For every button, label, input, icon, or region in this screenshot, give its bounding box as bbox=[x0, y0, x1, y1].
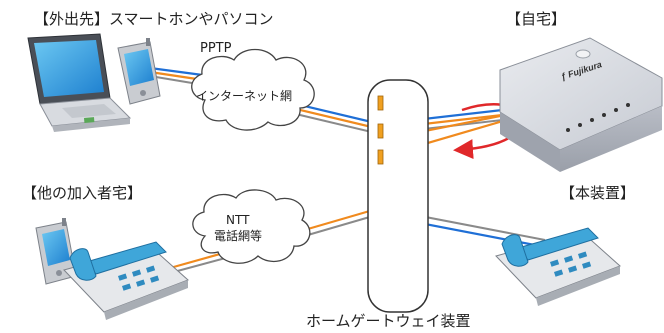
local-gray-line bbox=[409, 190, 546, 241]
gateway-led-2 bbox=[377, 123, 384, 139]
device-port-leds bbox=[566, 103, 630, 132]
home-device: ƒ Fujikura bbox=[499, 37, 663, 172]
internet-label: インターネット網 bbox=[196, 89, 293, 103]
outside-label: 【外出先】スマートホンやパソコン bbox=[34, 10, 274, 28]
home-desk-phone-icon bbox=[495, 227, 621, 306]
gateway-led-3 bbox=[377, 149, 384, 165]
other-desk-phone-icon bbox=[63, 241, 189, 320]
home-gateway bbox=[367, 79, 429, 313]
other-home-label: 【他の加入者宅】 bbox=[22, 184, 143, 202]
ntt-cloud bbox=[192, 189, 311, 264]
home-label: 【自宅】 bbox=[506, 10, 567, 28]
other-smartphone-icon bbox=[35, 218, 77, 285]
gateway-label: ホームゲートウェイ装置 bbox=[306, 312, 471, 330]
pptp-label: PPTP bbox=[200, 41, 232, 56]
device-button-icon bbox=[575, 49, 591, 59]
ntt-label-line2: 電話網等 bbox=[214, 229, 263, 243]
internet-cloud bbox=[191, 48, 315, 131]
smartphone-icon bbox=[117, 38, 161, 105]
ntt-label-line1: NTT bbox=[226, 213, 250, 227]
device-label: 【本装置】 bbox=[560, 184, 636, 202]
laptop-icon bbox=[27, 33, 132, 132]
gateway-led-1 bbox=[377, 95, 384, 111]
